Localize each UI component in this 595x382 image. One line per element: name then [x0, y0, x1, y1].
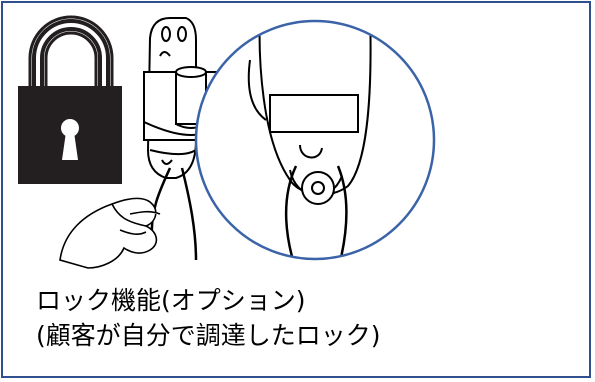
- illustration: [18, 15, 436, 269]
- padlock-icon: [18, 15, 122, 184]
- caption-line-1: ロック機能(オプション): [36, 286, 306, 315]
- magnified-lock-detail: [194, 19, 436, 261]
- caption: ロック機能(オプション) (顧客が自分で調達したロック): [36, 283, 381, 353]
- caption-line-2: (顧客が自分で調達したロック): [36, 321, 381, 350]
- hand-illustration: [59, 197, 161, 269]
